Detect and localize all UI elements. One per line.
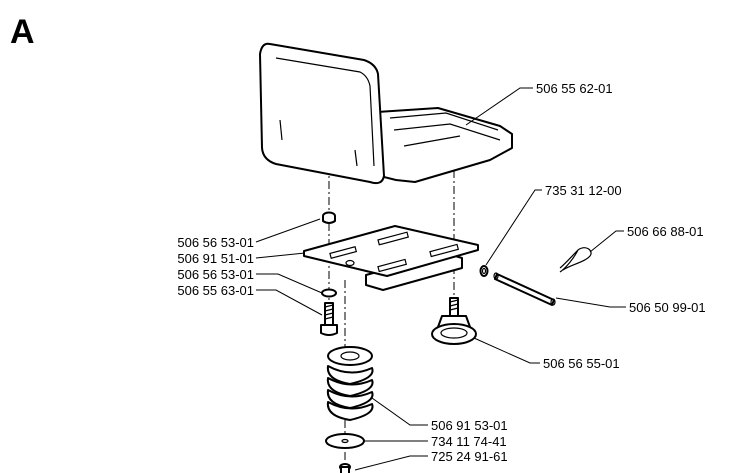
spring-drawing	[326, 346, 374, 421]
leader-line	[256, 273, 323, 294]
lock-nut-drawing	[479, 265, 489, 277]
part-number-label: 506 56 53-01	[177, 267, 254, 282]
hair-pin-drawing	[559, 247, 592, 273]
screw-bottom-drawing	[339, 463, 351, 473]
leader-line	[256, 289, 323, 316]
section-letter: A	[10, 13, 35, 51]
part-number-label: 506 56 55-01	[543, 356, 620, 371]
part-number-label: 506 50 99-01	[629, 300, 706, 315]
part-number-label: 735 31 12-00	[545, 183, 622, 198]
knob-drawing	[431, 297, 477, 345]
washer-left-drawing	[321, 288, 337, 298]
leader-line	[589, 230, 624, 253]
part-number-label: 734 11 74-41	[431, 434, 507, 449]
seat-drawing	[259, 42, 513, 185]
part-number-label: 506 91 53-01	[431, 418, 508, 433]
nut-left-drawing	[322, 211, 336, 224]
part-number-label: 506 55 63-01	[177, 283, 254, 298]
leader-line	[354, 455, 428, 471]
washer-bottom-drawing	[325, 433, 365, 449]
leader-line	[371, 397, 428, 426]
leader-line	[473, 337, 540, 364]
leader-line	[465, 87, 533, 126]
part-number-label: 506 56 53-01	[177, 235, 254, 250]
part-number-label: 506 91 51-01	[177, 251, 254, 266]
leader-line	[255, 218, 321, 243]
bracket-drawing	[303, 225, 479, 291]
leader-line	[485, 189, 542, 266]
part-number-label: 506 55 62-01	[536, 81, 613, 96]
leader-line	[255, 252, 306, 259]
part-number-label: 725 24 91-61	[431, 449, 508, 464]
screw-left-drawing	[320, 302, 338, 336]
part-number-label: 506 66 88-01	[627, 224, 704, 239]
pin-drawing	[493, 272, 556, 306]
leader-line	[555, 297, 626, 308]
